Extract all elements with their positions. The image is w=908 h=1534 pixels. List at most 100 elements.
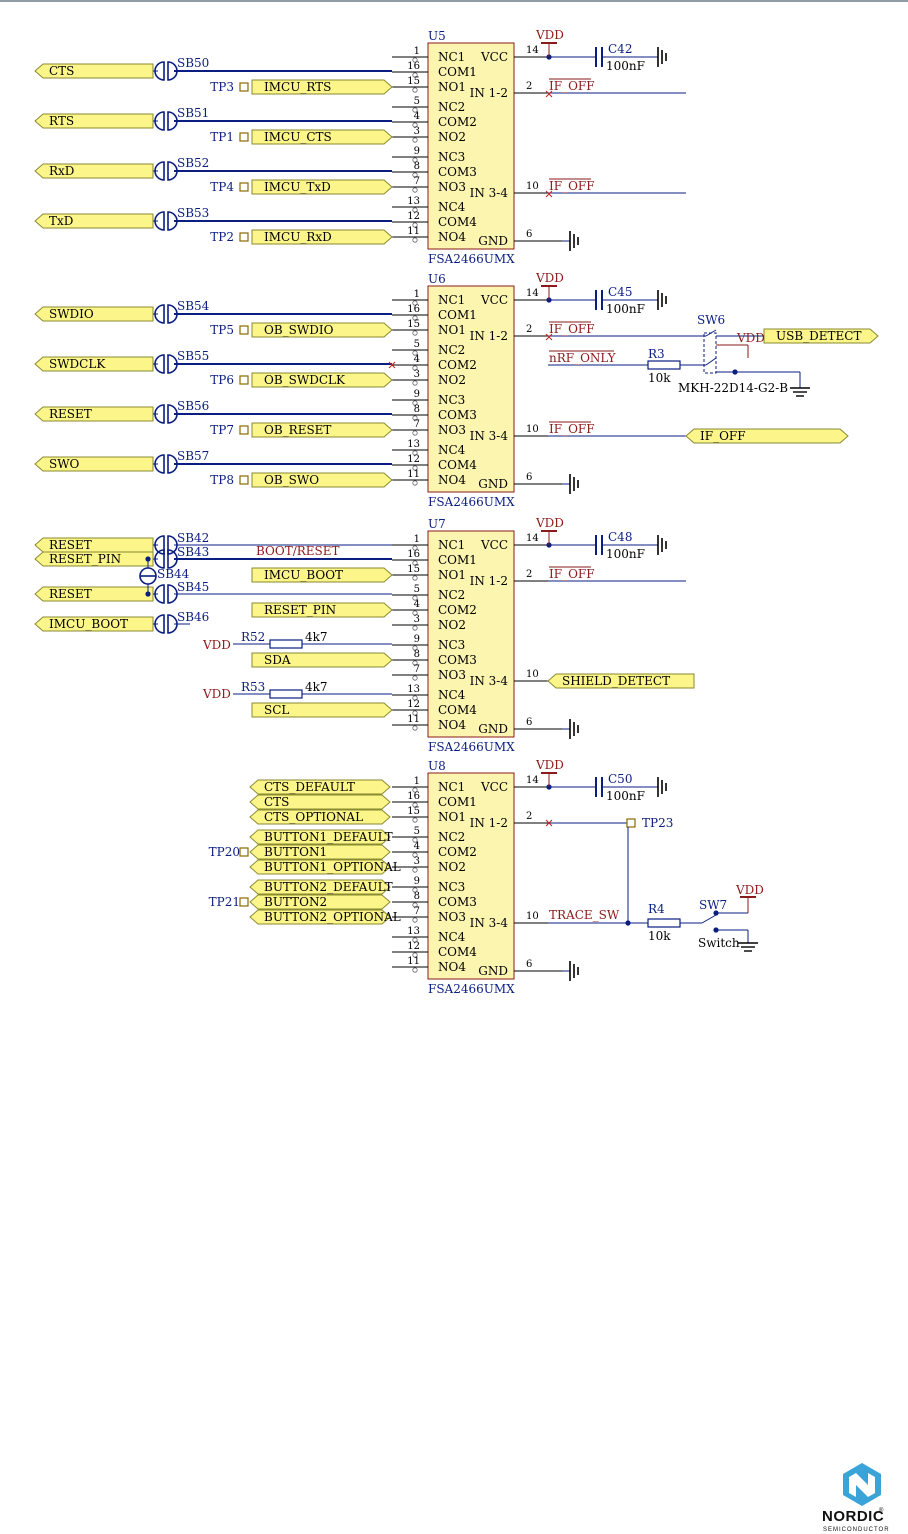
net-flag-label: BUTTON2_OPTIONAL — [264, 910, 401, 924]
r4-ref: R4 — [648, 902, 665, 916]
switch-outline — [703, 332, 717, 374]
pin-name: COM4 — [438, 945, 477, 959]
sw6-part: MKH-22D14-G2-B — [678, 381, 788, 395]
pin-name: IN 3-4 — [470, 186, 509, 200]
pin-marker — [412, 450, 418, 456]
tp-ref: TP6 — [210, 373, 234, 387]
pin-number: 16 — [407, 304, 420, 315]
net-flag-label: OB_SWO — [264, 473, 319, 487]
pin-name: COM3 — [438, 165, 477, 179]
test-point — [239, 475, 249, 485]
net-flag-label: OB_SWDIO — [264, 323, 334, 337]
bridge-ref: SB54 — [177, 299, 210, 313]
pin-marker — [412, 137, 418, 143]
cap-ref: C50 — [608, 772, 632, 786]
net-flag-label: CTS — [264, 795, 289, 809]
pin-marker — [412, 107, 418, 113]
pin-number: 3 — [414, 126, 420, 137]
pin-name: IN 3-4 — [470, 429, 509, 443]
no-connect-mark — [545, 190, 553, 198]
pin-marker — [412, 917, 418, 923]
logo-wordmark: NORDIC — [822, 1508, 884, 1525]
pin-marker — [412, 87, 418, 93]
cap-value: 100nF — [606, 59, 645, 73]
pin-marker — [412, 172, 418, 178]
pin-name: NO3 — [438, 668, 466, 682]
pin-marker — [412, 222, 418, 228]
in34-net: IF_OFF — [549, 422, 595, 436]
pin-name: COM2 — [438, 603, 477, 617]
solder-bridge-half — [167, 211, 178, 231]
pin-marker — [412, 802, 418, 808]
pin-number: 3 — [414, 614, 420, 625]
pin-name: COM1 — [438, 553, 477, 567]
pin-marker — [412, 902, 418, 908]
pin-marker — [412, 72, 418, 78]
ic-ref: U6 — [428, 272, 446, 286]
pin-name: NC1 — [438, 538, 465, 552]
pin-name: VCC — [480, 780, 508, 794]
vdd-label: VDD — [535, 758, 564, 772]
test-point — [239, 182, 249, 192]
net-flag-label: BUTTON1_DEFAULT — [264, 830, 393, 844]
pin-name: IN 1-2 — [470, 86, 508, 100]
pin-number: 4 — [414, 599, 420, 610]
solder-bridge-half — [167, 614, 178, 634]
pin-name: COM2 — [438, 358, 477, 372]
in12-net: IF_OFF — [549, 567, 595, 581]
net-flag-label: IMCU_TxD — [264, 180, 331, 194]
pin-number: 13 — [407, 926, 420, 937]
net-flag-label: SHIELD_DETECT — [562, 674, 670, 688]
pin-name: GND — [478, 722, 508, 736]
pin-number: 5 — [414, 339, 420, 350]
solder-bridge — [154, 614, 165, 634]
vdd-label: VDD — [535, 271, 564, 285]
vdd-label: VDD — [736, 331, 765, 345]
pin-number: 16 — [407, 549, 420, 560]
no-connect-mark — [545, 819, 553, 827]
pin-name: COM3 — [438, 408, 477, 422]
net-flag-label: TxD — [49, 214, 73, 228]
tp-ref: TP21 — [209, 895, 240, 909]
cap-ref: C42 — [608, 42, 632, 56]
test-point — [239, 375, 249, 385]
tp-flag — [251, 472, 393, 488]
pin-marker — [412, 315, 418, 321]
solder-bridge-half — [167, 111, 178, 131]
pin-number: 3 — [414, 856, 420, 867]
solder-bridge-half — [167, 404, 178, 424]
trace-net: TRACE_SW — [549, 908, 620, 922]
pin-number: 14 — [526, 775, 539, 786]
r3-ref: R3 — [648, 347, 665, 361]
net-flag-label: USB_DETECT — [776, 329, 861, 343]
bridge-ref: SB44 — [157, 567, 190, 581]
bridge-ref: SB57 — [177, 449, 209, 463]
solder-bridge — [154, 404, 165, 424]
net-flag-label: OB_SWDCLK — [264, 373, 346, 387]
vdd-label: VDD — [535, 516, 564, 530]
no-connect-mark — [545, 333, 553, 341]
r53-value: 4k7 — [305, 680, 328, 694]
solder-bridge — [154, 549, 165, 569]
pin-name: NC1 — [438, 293, 465, 307]
net-flag-label: CTS — [49, 64, 74, 78]
pin-number: 16 — [407, 791, 420, 802]
tp-flag — [251, 129, 393, 145]
pin-number: 13 — [407, 196, 420, 207]
pin-number: 6 — [526, 717, 532, 728]
net-flag-label: RESET — [49, 407, 92, 421]
pin-marker — [412, 400, 418, 406]
tp-ref: TP2 — [210, 230, 234, 244]
scl-flag — [251, 702, 393, 718]
solder-bridge — [154, 535, 165, 555]
net-flag — [249, 894, 391, 910]
pin-number: 2 — [526, 569, 532, 580]
tp-ref: TP8 — [210, 473, 234, 487]
pin-number: 8 — [414, 404, 420, 415]
bridge-ref: SB56 — [177, 399, 209, 413]
net-flag — [249, 779, 391, 795]
pin-number: 1 — [414, 289, 420, 300]
vdd-label: VDD — [202, 687, 231, 701]
pin-marker — [412, 415, 418, 421]
